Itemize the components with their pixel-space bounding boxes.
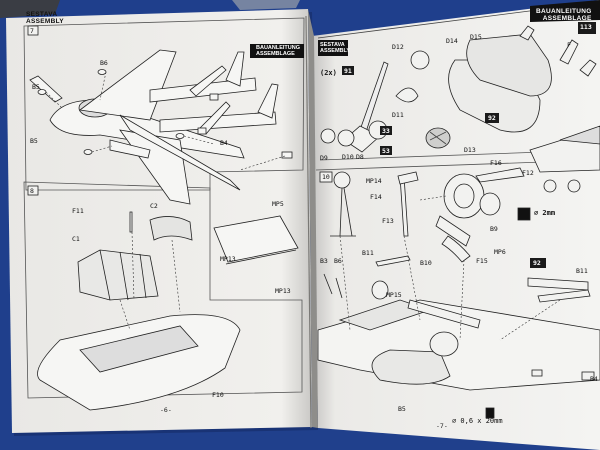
part-label-f14: F14	[370, 193, 382, 201]
part-label-f12: F12	[522, 169, 534, 177]
left-page-header: SESTAVA ASSEMBLY	[26, 11, 64, 26]
part-label-d9: D9	[320, 154, 328, 162]
step7-number: 7	[30, 27, 34, 35]
part-label-f10: F10	[212, 391, 224, 399]
part-label-f11: F11	[72, 207, 84, 215]
right-small-header: SESTAVA ASSEMBLY	[320, 42, 351, 55]
part-label-b11-a: B11	[362, 249, 374, 257]
part-label-b4: B4	[220, 139, 228, 147]
part-label-b11-b: B11	[576, 267, 588, 275]
part-label-b3: B3	[320, 257, 328, 265]
right-page-header: BAUANLEITUNG ASSEMBLAGE	[536, 8, 592, 23]
part-label-b9: B9	[490, 225, 498, 233]
part-label-b10: B10	[420, 259, 432, 267]
part-label-mp5: MP5	[272, 200, 284, 208]
part-label-mp14: MP14	[366, 177, 382, 185]
badge-92-step10: 92	[533, 259, 541, 267]
part-label-d11: D11	[392, 111, 404, 119]
part-label-b4-step10: B4	[590, 375, 598, 383]
right-page-number: -7-	[436, 422, 448, 430]
step8-number: 8	[30, 187, 34, 195]
badge-33: 33	[382, 127, 390, 135]
part-label-mp6: MP6	[494, 248, 506, 256]
step7-header-line2: ASSEMBLAGE	[256, 50, 295, 57]
part-label-f13: F13	[382, 217, 394, 225]
drill-size-label: ⌀ 2mm	[534, 209, 556, 217]
part-label-d10: D10	[342, 153, 354, 161]
step7-header: BAUANLEITUNG ASSEMBLAGE	[256, 45, 300, 58]
part-label-c1: C1	[72, 235, 80, 243]
badge-92-step9: 92	[488, 114, 496, 122]
left-header-line2: ASSEMBLY	[26, 17, 64, 25]
part-label-b5-step10: B5	[398, 405, 406, 413]
right-header-line2: ASSEMBLAGE	[542, 14, 592, 22]
part-label-d8: D8	[356, 153, 364, 161]
part-label-d12: D12	[392, 43, 404, 51]
part-label-mp15: MP15	[386, 291, 402, 299]
left-page-number: -6-	[160, 406, 172, 414]
left-header-line1: SESTAVA	[26, 11, 58, 18]
part-label-b5-top: B5	[32, 83, 40, 91]
step7-header-line1: BAUANLEITUNG	[256, 45, 300, 51]
part-label-mp13-b: MP13	[275, 287, 291, 295]
step9-quantity: (2x)	[320, 69, 337, 77]
part-label-f16: F16	[490, 159, 502, 167]
right-small-header-line1: SESTAVA	[320, 42, 345, 48]
part-label-b6: B6	[100, 59, 108, 67]
badge-91: 91	[344, 67, 352, 75]
wire-size-label: ⌀ 0,6 x 20mm	[452, 417, 503, 425]
part-label-b6-step10: B6	[334, 257, 342, 265]
badge-113: 113	[580, 23, 592, 31]
part-label-d14: D14	[446, 37, 458, 45]
part-label-d15: D15	[470, 33, 482, 41]
part-label-b5-bottom: B5	[30, 137, 38, 145]
right-header-line1: BAUANLEITUNG	[536, 8, 592, 15]
part-label-f: F	[567, 41, 571, 49]
part-label-c2: C2	[150, 202, 158, 210]
right-small-header-line2: ASSEMBLY	[320, 47, 351, 54]
part-label-f15: F15	[476, 257, 488, 265]
badge-53: 53	[382, 147, 390, 155]
part-label-d13: D13	[464, 146, 476, 154]
part-label-mp13-a: MP13	[220, 255, 236, 263]
step10-number: 10	[322, 173, 330, 181]
